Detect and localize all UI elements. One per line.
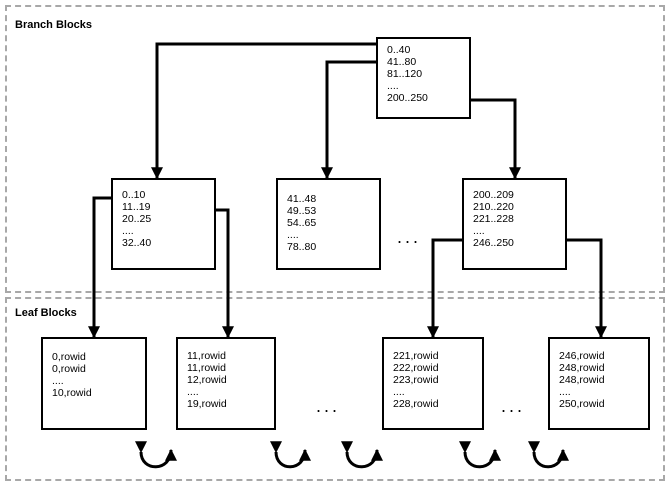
branch-key-range: .... — [122, 225, 134, 237]
leaf-block-3: 221,rowid 222,rowid 223,rowid .... 228,r… — [382, 337, 484, 430]
leaf-entry: .... — [52, 375, 64, 387]
leaf-blocks-label: Leaf Blocks — [15, 307, 77, 319]
root-key-range: 200..250 — [387, 92, 428, 104]
leaf-entry: 246,rowid — [559, 350, 605, 362]
branch-block-2: 41..48 49..53 54..65 .... 78..80 — [276, 178, 381, 270]
leaf-1-2-link-arrow — [134, 441, 177, 469]
branch-key-range: 32..40 — [122, 237, 152, 249]
leaf-entry: 250,rowid — [559, 398, 605, 410]
root-to-branch-2-arrow — [321, 60, 378, 180]
leaf-ellipsis: ... — [501, 396, 526, 416]
root-branch-block: 0..40 41..80 81..120 .... 200..250 — [376, 37, 471, 119]
leaf-entry: .... — [187, 386, 199, 398]
branch-1-to-leaf-1-arrow — [88, 196, 112, 339]
leaf-entry: 19,rowid — [187, 398, 227, 410]
leaf-entry: 11,rowid — [187, 350, 226, 362]
branch-3-to-leaf-3-arrow — [427, 238, 463, 339]
leaf-blocks-region — [5, 297, 665, 481]
branch-3-to-leaf-4-arrow — [566, 238, 607, 339]
branch-blocks-region — [5, 5, 665, 293]
leaf-entry: 11,rowid — [187, 362, 226, 374]
leaf-entry: 248,rowid — [559, 374, 605, 386]
root-key-range: 81..120 — [387, 68, 423, 80]
root-to-branch-3-arrow — [470, 98, 521, 180]
branch-key-range: 200..209 — [473, 189, 514, 201]
leaf-entry: .... — [559, 386, 571, 398]
leaf-prev-3-link-arrow — [340, 441, 383, 469]
branch-key-range: 0..10 — [122, 189, 146, 201]
leaf-2-next-link-arrow — [269, 441, 311, 469]
leaf-entry: .... — [393, 386, 405, 398]
branch-key-range: .... — [473, 225, 485, 237]
root-key-range: 0..40 — [387, 44, 411, 56]
branch-key-range: 210..220 — [473, 201, 514, 213]
branch-key-range: 54..65 — [287, 217, 317, 229]
branch-1-to-leaf-2-arrow — [215, 208, 234, 339]
leaf-entry: 0,rowid — [52, 351, 86, 363]
leaf-block-4: 246,rowid 248,rowid 248,rowid .... 250,r… — [548, 337, 650, 430]
leaf-entry: 248,rowid — [559, 362, 605, 374]
root-to-branch-1-arrow — [151, 42, 378, 180]
branch-key-range: 41..48 — [287, 193, 317, 205]
branch-key-range: 20..25 — [122, 213, 152, 225]
leaf-entry: 223,rowid — [393, 374, 439, 386]
leaf-entry: 10,rowid — [52, 387, 92, 399]
leaf-block-1: 0,rowid 0,rowid .... 10,rowid — [41, 337, 147, 430]
leaf-entry: 221,rowid — [393, 350, 439, 362]
branch-key-range: 11..19 — [122, 201, 151, 213]
branch-block-1: 0..10 11..19 20..25 .... 32..40 — [111, 178, 216, 270]
branch-ellipsis: ... — [397, 227, 422, 247]
leaf-block-2: 11,rowid 11,rowid 12,rowid .... 19,rowid — [176, 337, 276, 430]
leaf-entry: 0,rowid — [52, 363, 86, 375]
leaf-entry: 12,rowid — [187, 374, 227, 386]
leaf-entry: 222,rowid — [393, 362, 439, 374]
root-key-range: .... — [387, 80, 399, 92]
branch-key-range: 246..250 — [473, 237, 514, 249]
leaf-entry: 228,rowid — [393, 398, 439, 410]
branch-block-3: 200..209 210..220 221..228 .... 246..250 — [462, 178, 567, 270]
leaf-prev-4-link-arrow — [527, 441, 569, 469]
leaf-3-next-link-arrow — [458, 441, 501, 469]
root-key-range: 41..80 — [387, 56, 417, 68]
branch-blocks-label: Branch Blocks — [15, 19, 93, 31]
branch-key-range: .... — [287, 229, 299, 241]
leaf-ellipsis: ... — [316, 396, 341, 416]
branch-key-range: 78..80 — [287, 241, 317, 253]
branch-key-range: 49..53 — [287, 205, 317, 217]
branch-key-range: 221..228 — [473, 213, 514, 225]
